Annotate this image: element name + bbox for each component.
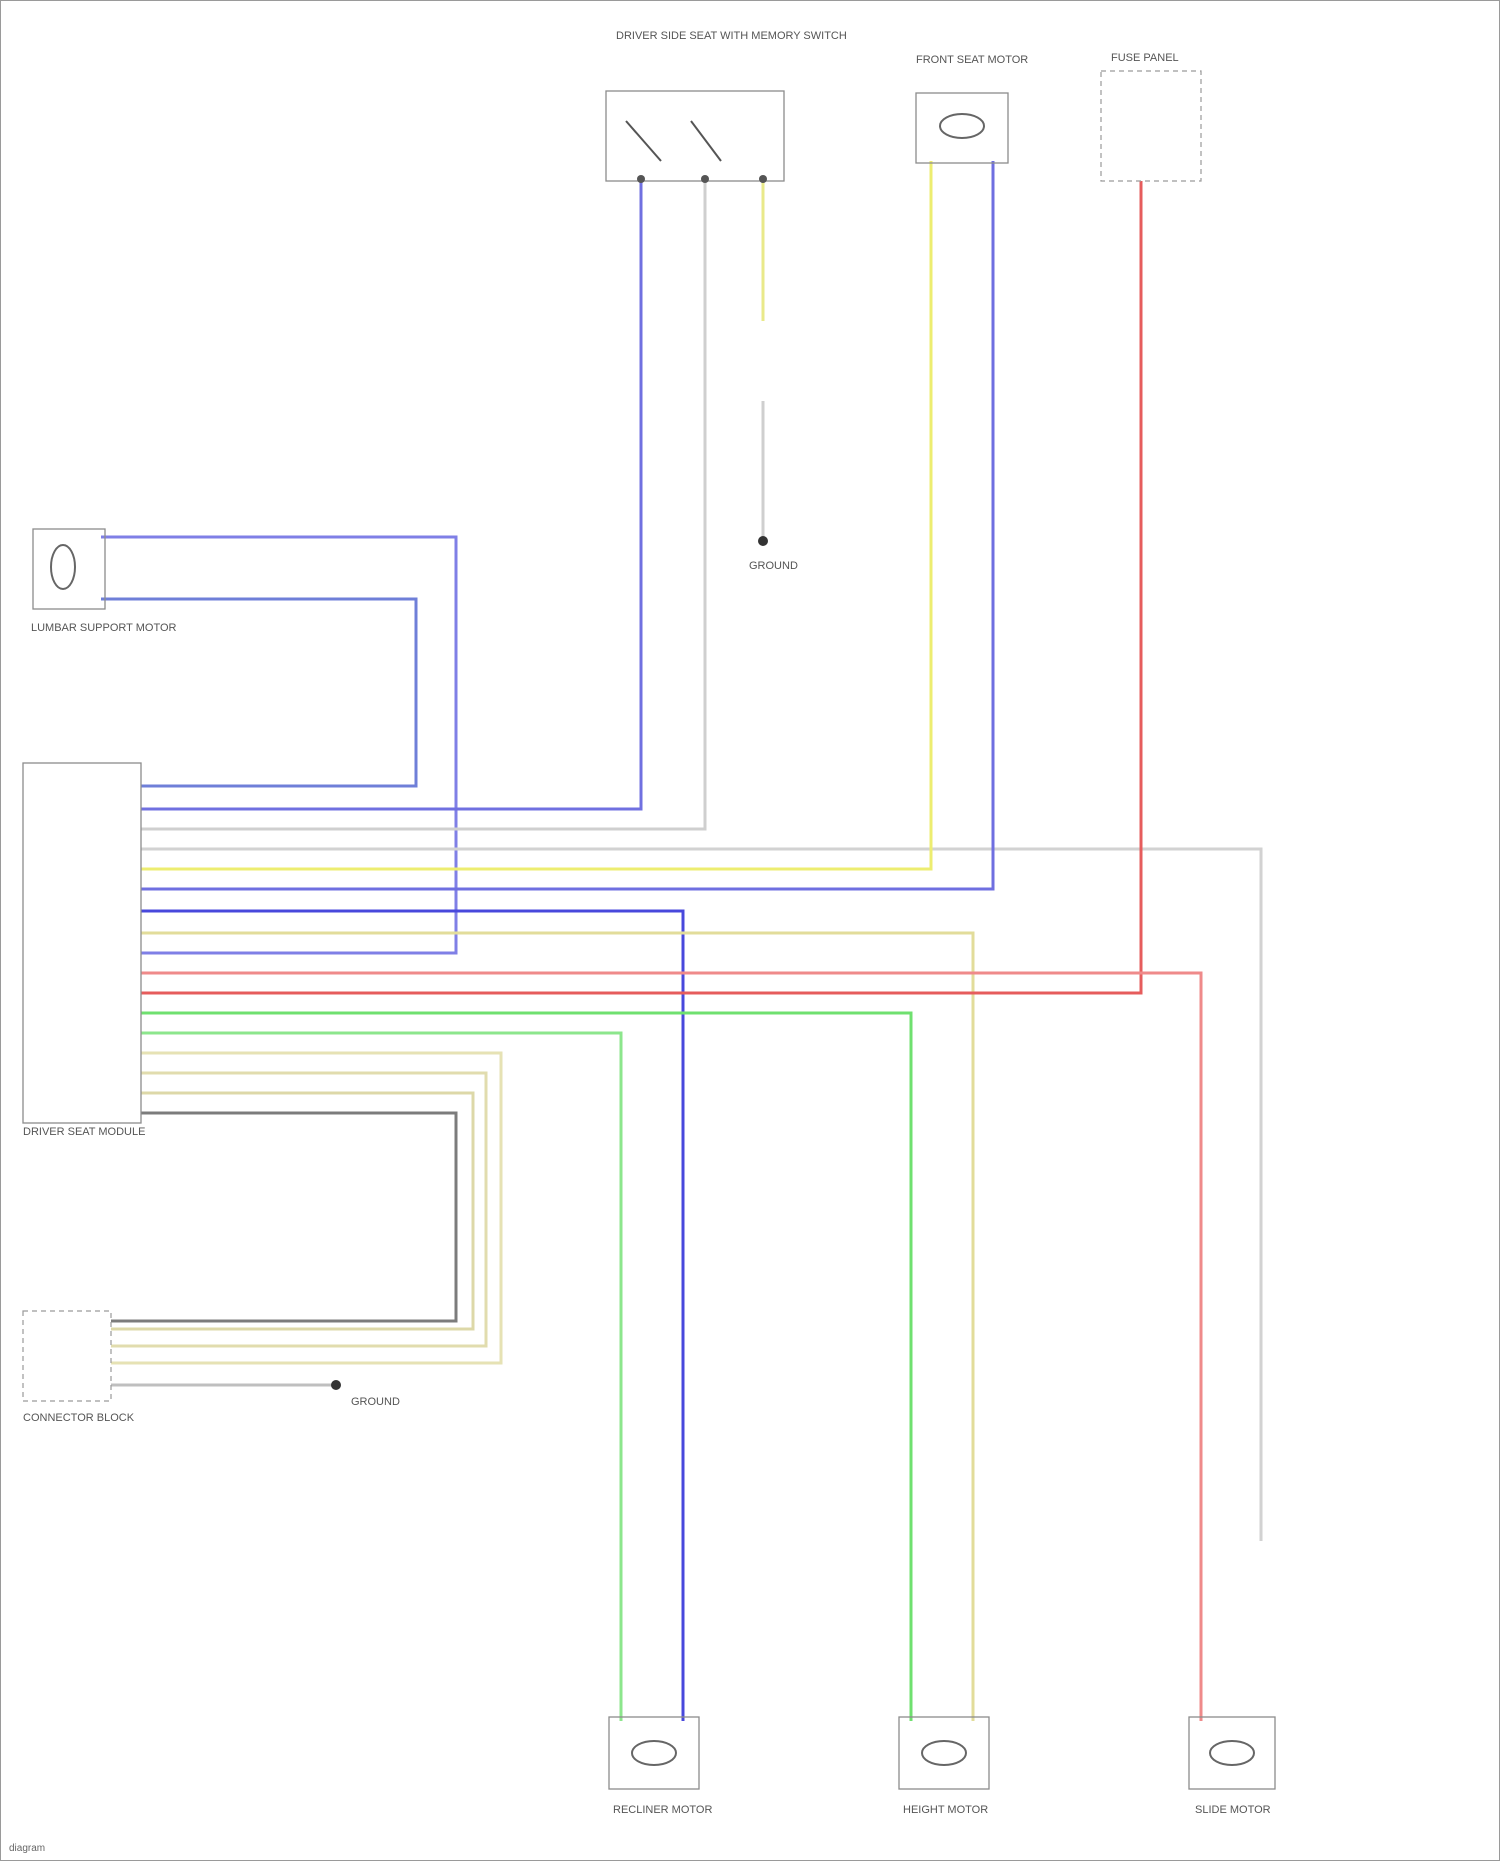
footer-note: diagram (9, 1843, 45, 1854)
mirror-switch-label: DRIVER SIDE SEAT WITH MEMORY SWITCH (616, 30, 847, 42)
wire-green-2 (141, 1033, 621, 1721)
wire-switch-a (141, 179, 641, 809)
mirror-switch: DRIVER SIDE SEAT WITH MEMORY SWITCH (606, 30, 847, 183)
lumbar-motor: LUMBAR SUPPORT MOTOR (31, 529, 177, 634)
ground-top-note: GROUND (749, 560, 798, 572)
wire-blue-motor (141, 161, 993, 889)
recliner-motor-label: RECLINER MOTOR (613, 1804, 712, 1816)
wire-layer (101, 161, 1261, 1721)
front-seat-motor-label: FRONT SEAT MOTOR (916, 54, 1028, 66)
connector-block-label: CONNECTOR BLOCK (23, 1412, 135, 1424)
wire-beige-1 (111, 1053, 501, 1363)
recliner-motor: RECLINER MOTOR (609, 1717, 712, 1816)
wire-yellow (141, 161, 931, 869)
memory-module: DRIVER SEAT MODULE (23, 763, 145, 1138)
wire-green-1 (141, 1013, 911, 1721)
wire-switch-b (141, 179, 705, 829)
fuse-panel: FUSE PANEL (1101, 52, 1201, 181)
memory-module-label: DRIVER SEAT MODULE (23, 1126, 145, 1138)
ground-bottom-note: GROUND (351, 1396, 400, 1408)
ground-bottom: GROUND (331, 1380, 400, 1408)
ground-top: GROUND (749, 536, 798, 572)
wire-tan (141, 933, 973, 1721)
fuse-panel-label: FUSE PANEL (1111, 52, 1179, 64)
slide-motor: SLIDE MOTOR (1189, 1717, 1275, 1816)
front-seat-motor: FRONT SEAT MOTOR (916, 54, 1028, 163)
wire-gray (111, 1113, 456, 1321)
slide-motor-label: SLIDE MOTOR (1195, 1804, 1271, 1816)
height-motor: HEIGHT MOTOR (899, 1717, 989, 1816)
lumbar-motor-label: LUMBAR SUPPORT MOTOR (31, 622, 177, 634)
height-motor-label: HEIGHT MOTOR (903, 1804, 988, 1816)
wire-beige-3 (111, 1093, 473, 1329)
